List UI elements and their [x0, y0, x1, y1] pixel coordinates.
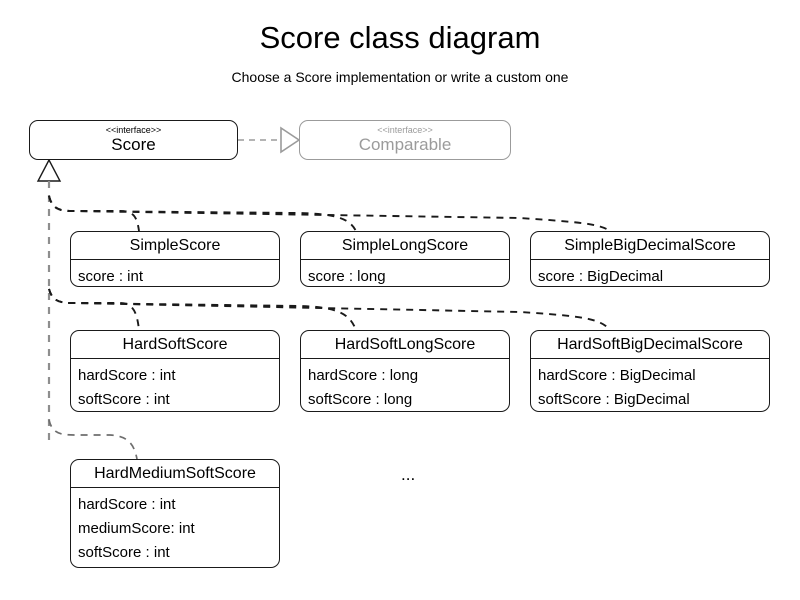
realization-score-to-comparable: [238, 126, 301, 154]
class-simple-long-score[interactable]: SimpleLongScore score : long: [300, 231, 510, 287]
attribute: hardScore : int: [78, 496, 176, 513]
attribute: softScore : long: [308, 391, 413, 408]
class-hard-soft-big-decimal-score[interactable]: HardSoftBigDecimalScore hardScore : BigD…: [530, 330, 770, 412]
more-classes-ellipsis: ...: [401, 465, 416, 484]
attribute: softScore : int: [78, 544, 170, 561]
class-name: HardSoftScore: [71, 331, 279, 359]
page-subtitle: Choose a Score implementation or write a…: [231, 69, 569, 85]
class-name: SimpleLongScore: [301, 232, 509, 260]
attribute: hardScore : long: [308, 367, 419, 384]
attribute: score : int: [78, 268, 144, 285]
class-attributes: hardScore : long softScore : long: [301, 359, 509, 411]
attribute: mediumScore: int: [78, 520, 195, 537]
class-name: SimpleScore: [71, 232, 279, 260]
attribute: score : long: [308, 268, 386, 285]
interface-score[interactable]: <<interface>> Score: [29, 120, 238, 160]
class-attributes: score : BigDecimal: [531, 260, 769, 286]
inheritance-branches-row2: [48, 288, 611, 331]
page-title: Score class diagram: [259, 20, 541, 55]
class-attributes: hardScore : int mediumScore: int softSco…: [71, 488, 279, 567]
attribute: softScore : BigDecimal: [538, 391, 690, 408]
attribute: softScore : int: [78, 391, 170, 408]
class-name: HardSoftLongScore: [301, 331, 509, 359]
class-name: HardSoftBigDecimalScore: [531, 331, 769, 359]
class-hard-medium-soft-score[interactable]: HardMediumSoftScore hardScore : int medi…: [70, 459, 280, 568]
inheritance-branches-row3: [48, 419, 138, 460]
class-attributes: score : int: [71, 260, 279, 286]
class-hard-soft-long-score[interactable]: HardSoftLongScore hardScore : long softS…: [300, 330, 510, 412]
class-name: SimpleBigDecimalScore: [531, 232, 769, 260]
class-name: HardMediumSoftScore: [71, 460, 279, 488]
interface-name: Score: [111, 135, 156, 154]
generalization-triangle: [36, 158, 62, 182]
class-simple-big-decimal-score[interactable]: SimpleBigDecimalScore score : BigDecimal: [530, 231, 770, 287]
attribute: score : BigDecimal: [538, 268, 664, 285]
class-simple-score[interactable]: SimpleScore score : int: [70, 231, 280, 287]
interface-comparable[interactable]: <<interface>> Comparable: [299, 120, 511, 160]
class-attributes: score : long: [301, 260, 509, 286]
attribute: hardScore : int: [78, 367, 176, 384]
class-attributes: hardScore : BigDecimal softScore : BigDe…: [531, 359, 769, 411]
interface-stereotype: <<interface>>: [377, 125, 433, 135]
attribute: hardScore : BigDecimal: [538, 367, 696, 384]
interface-name: Comparable: [358, 135, 452, 154]
class-hard-soft-score[interactable]: HardSoftScore hardScore : int softScore …: [70, 330, 280, 412]
interface-stereotype: <<interface>>: [105, 125, 162, 135]
class-attributes: hardScore : int softScore : int: [71, 359, 279, 411]
inheritance-branches-row1: [48, 195, 611, 232]
